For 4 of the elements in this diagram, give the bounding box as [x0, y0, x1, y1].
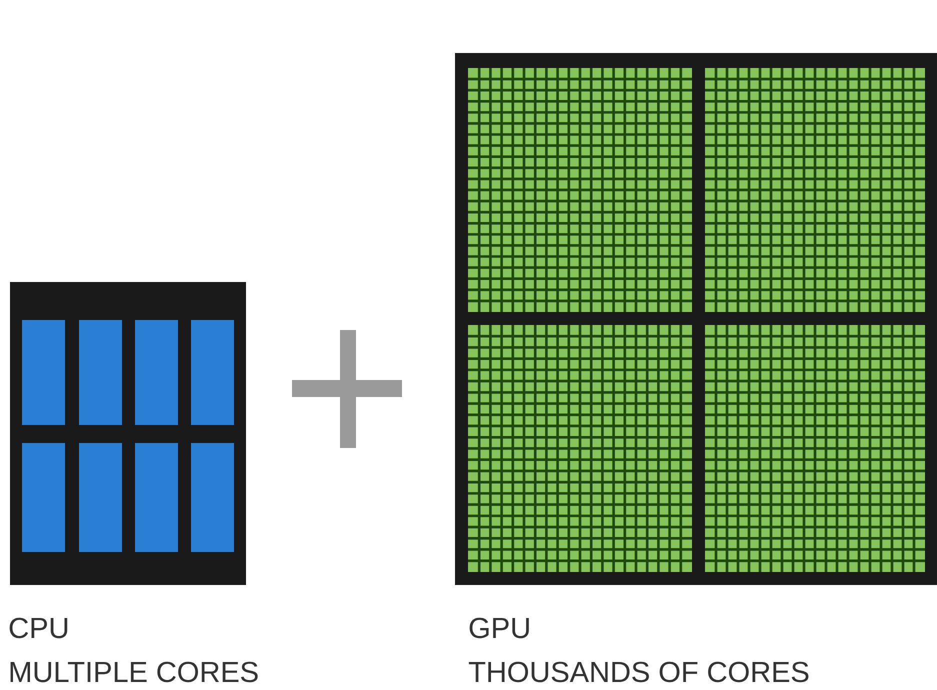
chip-label: CPU	[10, 618, 68, 638]
chip-label: GPU	[470, 618, 529, 638]
chip-label: THOUSANDS OF CORES	[468, 662, 808, 682]
chip-label: MULTIPLE CORES	[10, 662, 258, 682]
